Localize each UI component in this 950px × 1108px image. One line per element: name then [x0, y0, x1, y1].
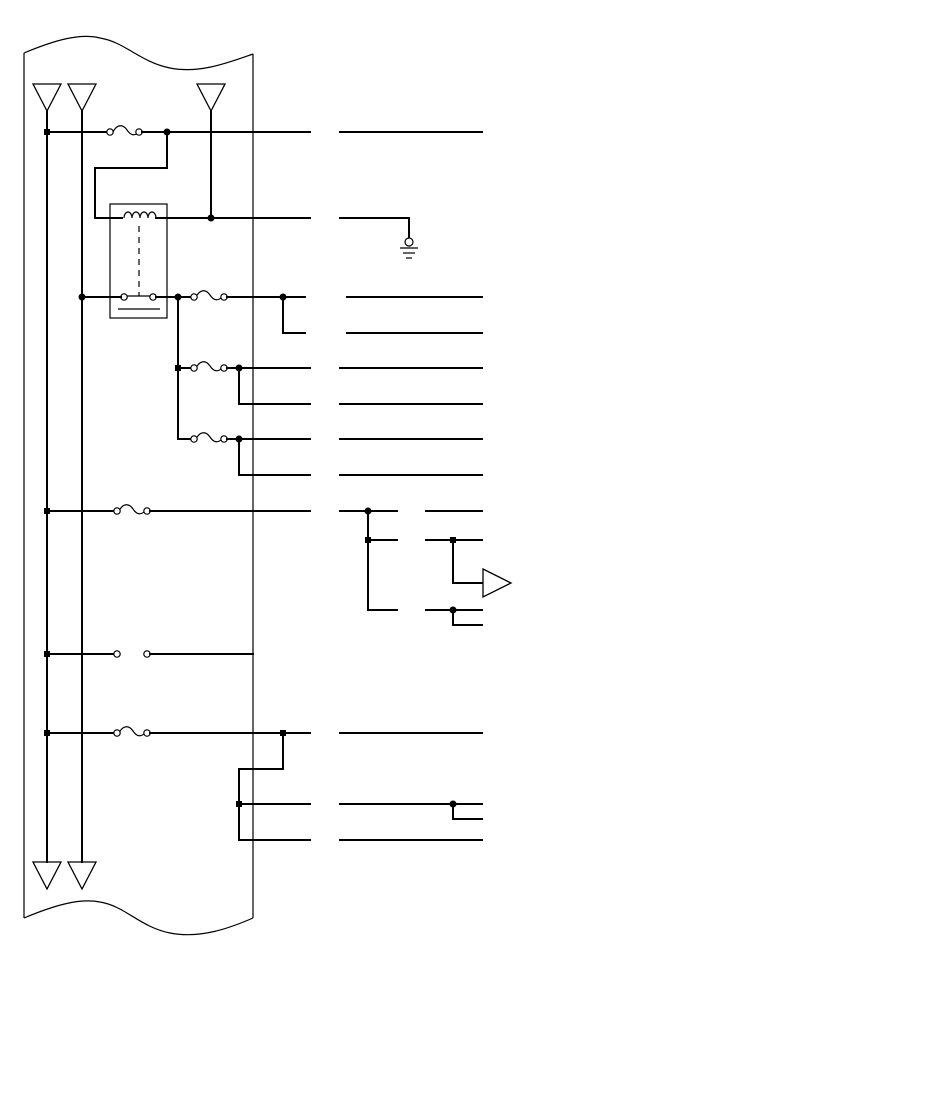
- power-input-3-icon: [195, 83, 227, 113]
- circuit-row-open-slot: [46, 650, 254, 658]
- power-input-symbols: [31, 83, 227, 113]
- circuit-row-fuse-2: [46, 504, 513, 626]
- bus-terminal-1-icon: [31, 861, 63, 891]
- bus-terminal-2-icon: [66, 861, 98, 891]
- circuit-row-fuse-3: [46, 726, 483, 841]
- junction-dots: [44, 128, 457, 808]
- power-input-1-icon: [31, 83, 63, 113]
- relay-housing: [109, 203, 168, 319]
- bus-bars: [46, 110, 212, 863]
- relay: [109, 203, 418, 319]
- connector-arrow-icon: [482, 567, 513, 599]
- bus-terminal-symbols: [31, 861, 98, 891]
- power-input-2-icon: [66, 83, 98, 113]
- relay-coil-icon: [123, 211, 157, 219]
- relay-output-branch: [81, 290, 483, 476]
- fuse-box-panel: [23, 35, 254, 936]
